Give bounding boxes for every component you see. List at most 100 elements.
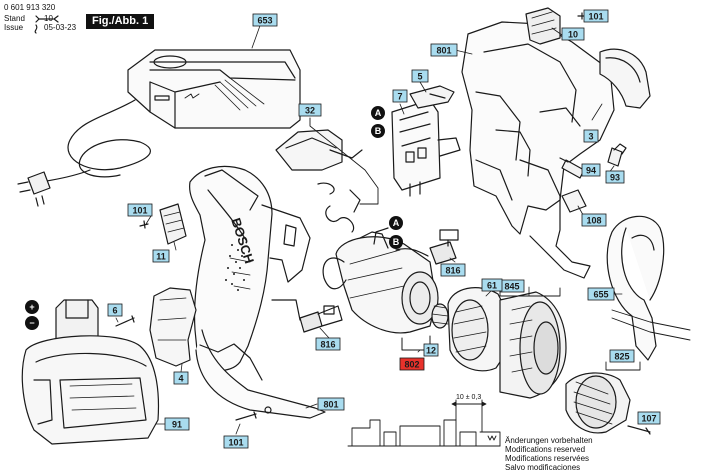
footer-notes: Änderungen vorbehalten Modifications res… [505,436,593,472]
charger-653 [17,49,301,207]
marker-label: B [375,126,382,136]
callout-3: 3 [583,129,599,143]
connector-816-top [429,229,459,265]
callout-4: 4 [173,371,189,385]
callout-6: 6 [107,303,123,317]
bit-93 [607,143,627,167]
callout-101-bottom: 101 [223,435,249,449]
callout-label: 12 [426,346,436,356]
footer-note-fr: Modifications reservées [505,454,590,463]
callout-816-top: 816 [440,263,466,277]
callout-label: 4 [178,374,183,384]
callout-7: 7 [392,89,408,103]
marker-minus: − [25,316,39,330]
callout-label: 7 [397,92,402,102]
belt-clip-655 [606,215,691,361]
motor-assembly [322,227,439,334]
figure-label: Fig./Abb. 1 [86,14,155,29]
callout-11: 11 [152,249,170,263]
callout-816-bottom: 816 [315,337,341,351]
callout-61: 61 [481,278,503,292]
callout-label: 825 [614,352,629,362]
callout-label: 816 [445,266,460,276]
cover-32 [275,129,363,233]
marker-A-top: A [371,106,385,120]
part-number: 0 601 913 320 [4,3,56,12]
callout-label: 101 [228,438,243,448]
bit-holder-94 [559,157,585,179]
callout-label: 93 [610,173,620,183]
marker-label: A [375,108,382,118]
issue-date: 05-03-23 [44,23,77,32]
pinion-12 [431,303,449,329]
callout-label: 801 [436,46,451,56]
screw-101-left [139,220,149,229]
callout-108: 108 [581,213,607,227]
callout-label: 107 [641,414,656,424]
callout-label: 108 [586,216,601,226]
callout-label: 6 [112,306,117,316]
part-108 [561,189,587,213]
marker-B-mid: B [389,235,403,249]
callout-655: 655 [587,287,615,301]
marker-A-mid: A [389,216,403,230]
dimension-label: 10 ± 0,3 [456,394,482,401]
marker-label: A [393,218,400,228]
screw-101-bottom [235,411,257,421]
issue-symbol [34,24,38,34]
callout-label: 91 [172,420,182,430]
switch-button-5 [409,85,455,109]
issue-label: Issue [4,23,24,32]
screw-107 [627,425,651,435]
callout-label: 802 [404,360,419,370]
stand-label: Stand [4,14,25,23]
callout-101-top: 101 [583,9,609,23]
callout-label: 10 [568,30,578,40]
callout-802: 802 [399,357,425,371]
footer-note-es: Salvo modificaciones [505,463,581,472]
connector-816-bottom [299,305,343,333]
callout-825: 825 [609,349,635,363]
chuck-825 [565,372,631,434]
gearbox-845 [499,291,567,399]
callout-label: 653 [257,16,272,26]
callout-101-left: 101 [127,203,153,217]
cross-section-detail [347,399,501,447]
marker-B-top: B [371,124,385,138]
marker-plus: + [25,300,39,314]
callout-91: 91 [164,417,190,431]
callout-label: 61 [487,281,497,291]
screw-6 [115,315,135,327]
callout-801-bottom: 801 [317,397,345,411]
marker-label: + [29,302,34,312]
callout-label: 94 [586,166,596,176]
callout-93: 93 [605,170,625,184]
gearbox-61 [447,287,511,372]
marker-label: − [29,318,34,328]
cover-3 [599,48,651,109]
callout-label: 101 [588,12,603,22]
callout-label: 801 [323,400,338,410]
callout-12: 12 [423,343,439,357]
part-11 [159,203,187,245]
cap-10 [525,7,561,45]
battery-91 [21,299,160,445]
stand-symbol [35,15,59,23]
callout-label: 3 [588,132,593,142]
callout-label: 32 [305,106,315,116]
callout-94: 94 [581,163,601,177]
part-4 [149,287,197,367]
housing-left [189,165,326,419]
callout-5: 5 [411,69,429,83]
callout-10: 10 [561,27,585,41]
callout-label: 845 [504,282,519,292]
callout-801-top: 801 [430,43,458,57]
callout-653: 653 [252,13,278,27]
footer-note-de: Änderungen vorbehalten [505,436,593,445]
housing-right [461,21,615,279]
callout-label: 655 [593,290,608,300]
switch-7 [391,99,461,197]
footer-note-en: Modifications reserved [505,445,586,454]
marker-label: B [393,237,400,247]
callout-label: 816 [320,340,335,350]
